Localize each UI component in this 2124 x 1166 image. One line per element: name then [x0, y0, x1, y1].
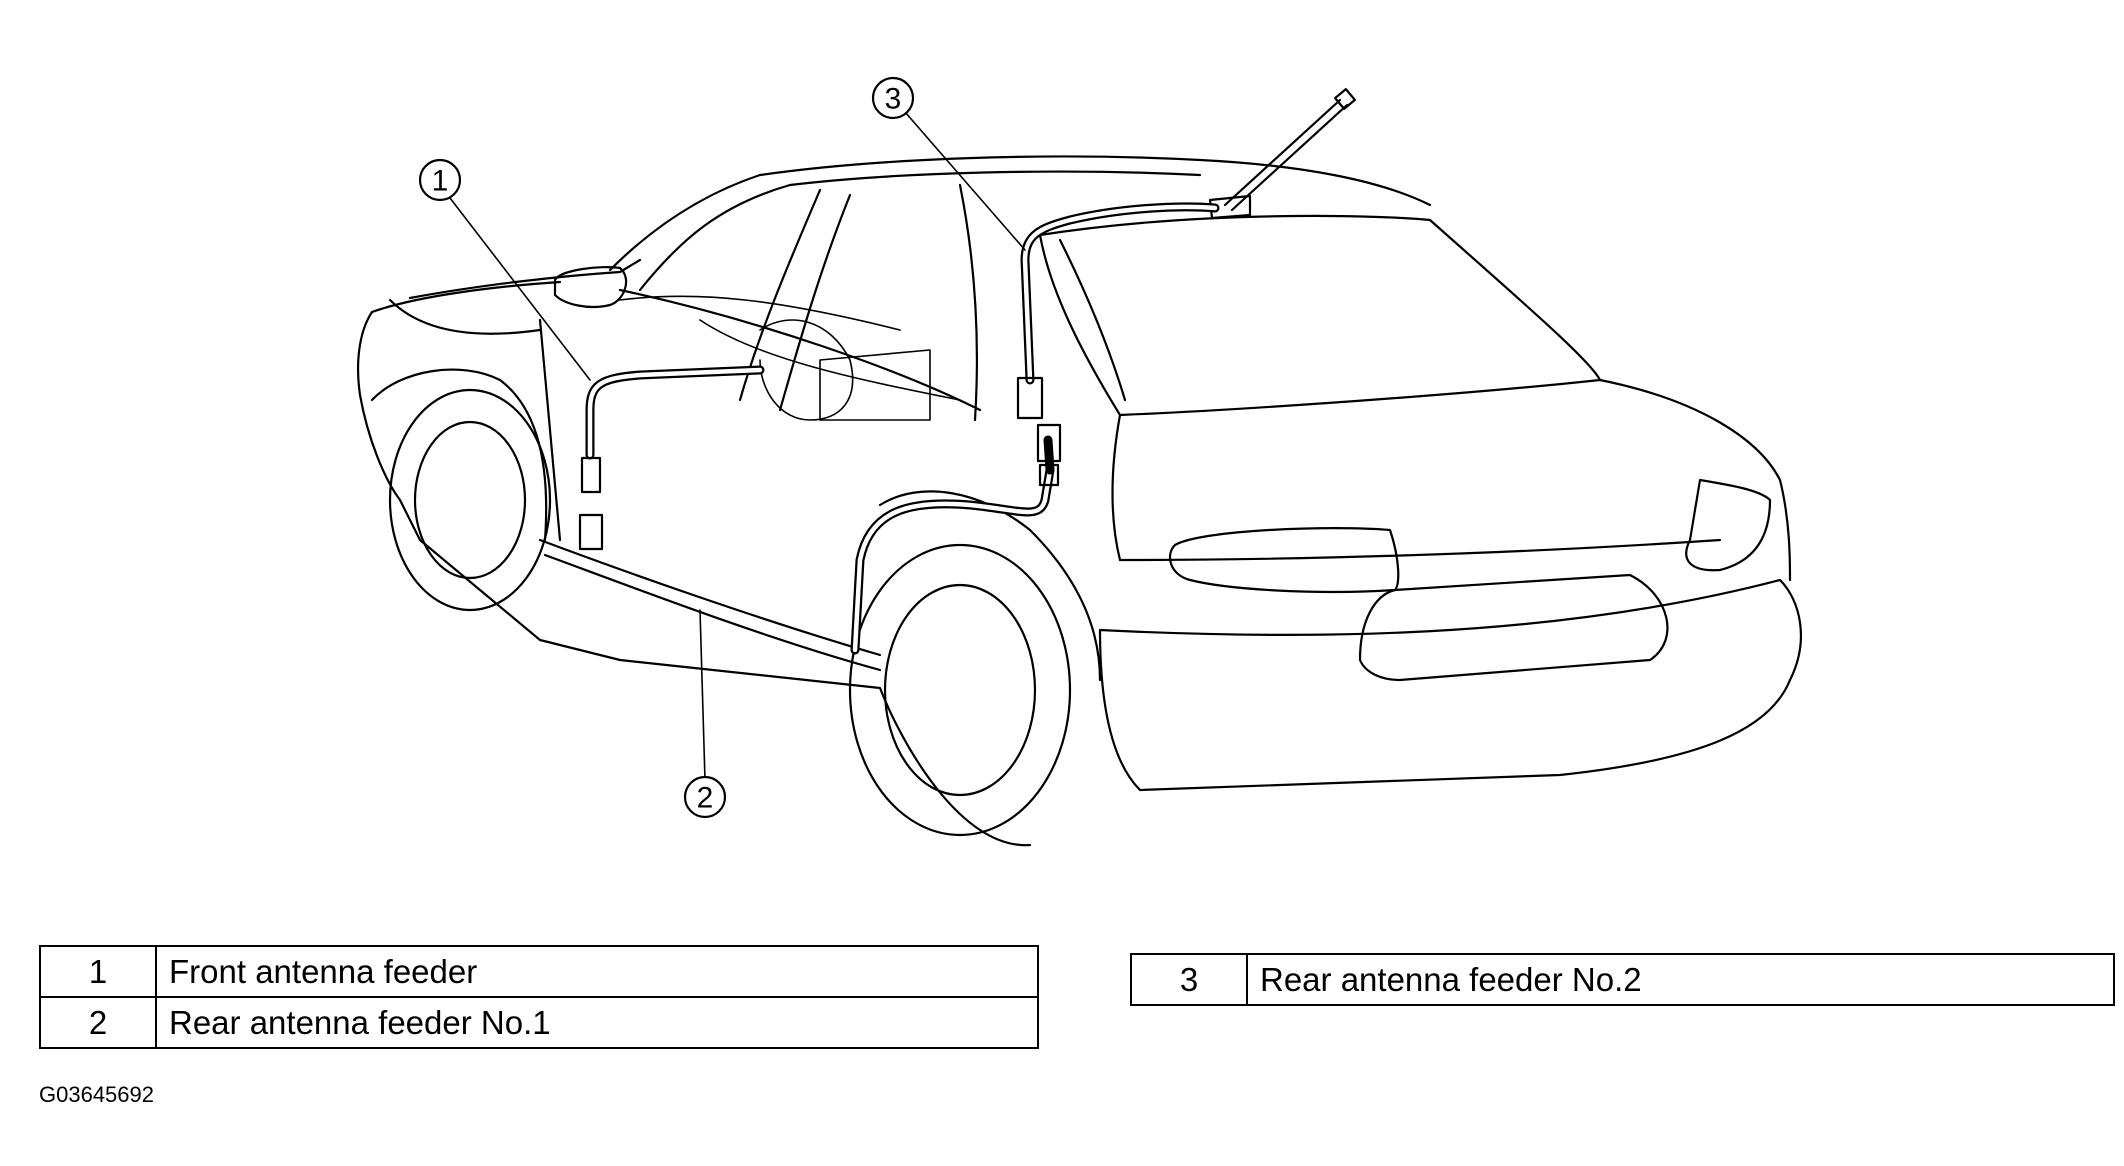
rear-antenna-feeder-no1-cable	[850, 423, 1062, 655]
callout-1-label: 1	[432, 165, 449, 198]
rear-antenna-feeder-no2-cable	[1016, 202, 1220, 420]
legend-table-right: 3 Rear antenna feeder No.2	[1130, 953, 2115, 1006]
legend-number: 2	[39, 996, 157, 1049]
legend-label: Front antenna feeder	[155, 945, 1039, 998]
antenna-mast	[1208, 88, 1356, 220]
legend-table-left: 1 Front antenna feeder 2 Rear antenna fe…	[39, 945, 1039, 1049]
front-antenna-feeder-cable	[578, 365, 765, 551]
legend-row: 1 Front antenna feeder	[39, 945, 1039, 998]
callout-2-label: 2	[697, 782, 714, 815]
car-outline	[357, 155, 1802, 847]
callout-3-label: 3	[885, 83, 902, 116]
leader-lines	[449, 111, 1026, 781]
legend-row: 3 Rear antenna feeder No.2	[1130, 953, 2115, 1006]
callout-1: 1	[418, 158, 462, 202]
legend-row: 2 Rear antenna feeder No.1	[39, 996, 1039, 1049]
callout-2: 2	[683, 775, 727, 819]
legend-label: Rear antenna feeder No.1	[155, 996, 1039, 1049]
callout-3: 3	[871, 76, 915, 120]
legend-number: 3	[1130, 953, 1248, 1006]
car-antenna-diagram: 1 2 3	[357, 76, 1802, 847]
legend-number: 1	[39, 945, 157, 998]
legend-label: Rear antenna feeder No.2	[1246, 953, 2115, 1006]
figure-id: G03645692	[39, 1082, 154, 1107]
